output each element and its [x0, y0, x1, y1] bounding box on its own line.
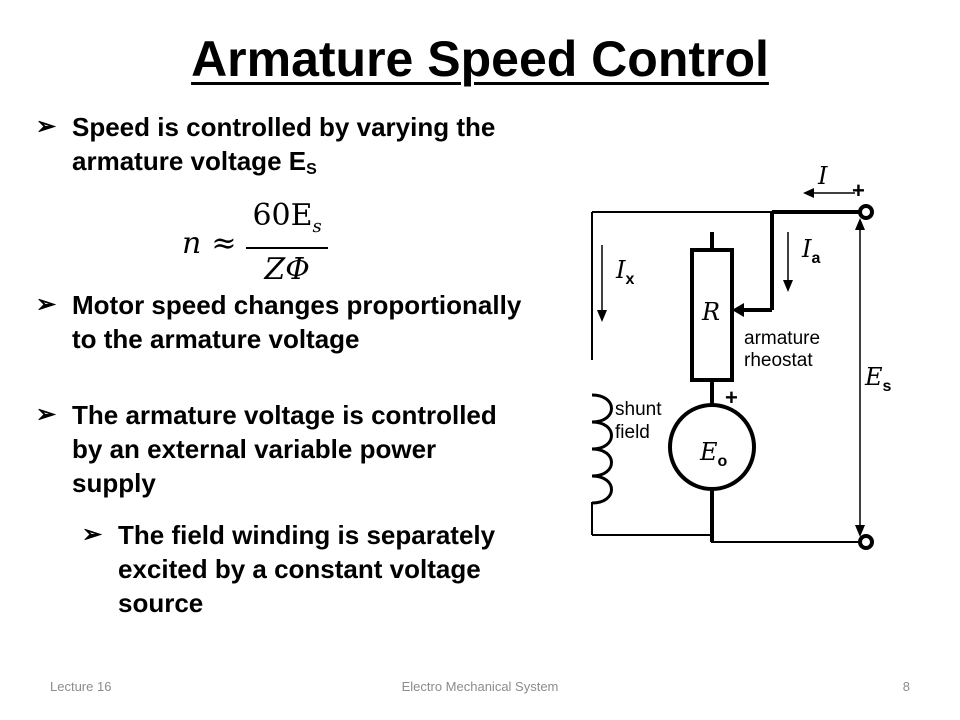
speed-formula: n ≈ 60Es ZΦ — [182, 196, 328, 291]
armature-current-label: Ia — [801, 235, 820, 267]
current-arrowhead — [803, 188, 814, 198]
field-current-label: Ix — [615, 256, 634, 288]
bullet-4-text: The field winding is separately excited … — [118, 520, 496, 618]
formula-denominator: ZΦ — [264, 252, 310, 287]
bottom-wire-line — [592, 534, 860, 543]
bullet-3-text: The armature voltage is controlled by an… — [72, 400, 497, 498]
source-label: Eo — [699, 438, 728, 470]
formula-approx: ≈ — [211, 226, 237, 261]
current-label: I — [817, 162, 828, 190]
bullet-arrow-icon: ➢ — [36, 401, 57, 428]
bullet-1: ➢ Speed is controlled by varying the arm… — [36, 110, 542, 187]
formula-numerator: 60Es — [246, 196, 328, 249]
shunt-label-line2: field — [615, 422, 650, 443]
supply-label: Es — [864, 363, 892, 395]
bullet-4: ➢ The field winding is separately excite… — [82, 518, 538, 620]
supply-arrowhead-bottom — [855, 525, 865, 537]
bullet-arrow-icon: ➢ — [36, 291, 57, 318]
bullet-2: ➢ Motor speed changes proportionally to … — [36, 288, 542, 356]
bullet-3: ➢ The armature voltage is controlled by … — [36, 398, 512, 500]
formula-fraction: 60Es ZΦ — [246, 196, 328, 291]
shunt-coil-path — [591, 393, 613, 505]
rheostat-arrowhead — [732, 303, 744, 317]
rheostat-label-line2: rheostat — [744, 350, 813, 371]
footer-center: Electro Mechanical System — [401, 679, 559, 694]
formula-lhs: n — [182, 226, 202, 261]
slide-title: Armature Speed Control — [191, 31, 769, 87]
supply-arrowhead-top — [855, 218, 865, 230]
bottom-terminal — [858, 534, 874, 550]
footer-page-number: 8 — [902, 679, 910, 694]
source-plus-sign: + — [725, 385, 738, 410]
footer-left: Lecture 16 — [50, 679, 112, 694]
top-terminal — [858, 204, 874, 220]
armature-current-arrowhead — [783, 280, 793, 292]
bullet-arrow-icon: ➢ — [36, 113, 57, 140]
shunt-label-line1: shunt — [615, 399, 662, 420]
bullet-arrow-icon: ➢ — [82, 521, 103, 548]
top-plus-sign: + — [852, 178, 865, 203]
rheostat-label-line1: armature — [744, 328, 820, 349]
field-current-arrowhead — [597, 310, 607, 322]
bullet-1-subscript: S — [306, 161, 317, 178]
circuit-diagram: I Ix Ia R Eo Es armature rheostat shunt … — [591, 162, 892, 550]
bullet-1-text: Speed is controlled by varying the armat… — [72, 112, 496, 176]
motor-source-circle — [668, 403, 756, 491]
bullet-2-text: Motor speed changes proportionally to th… — [72, 290, 522, 354]
resistor-label: R — [701, 298, 720, 326]
